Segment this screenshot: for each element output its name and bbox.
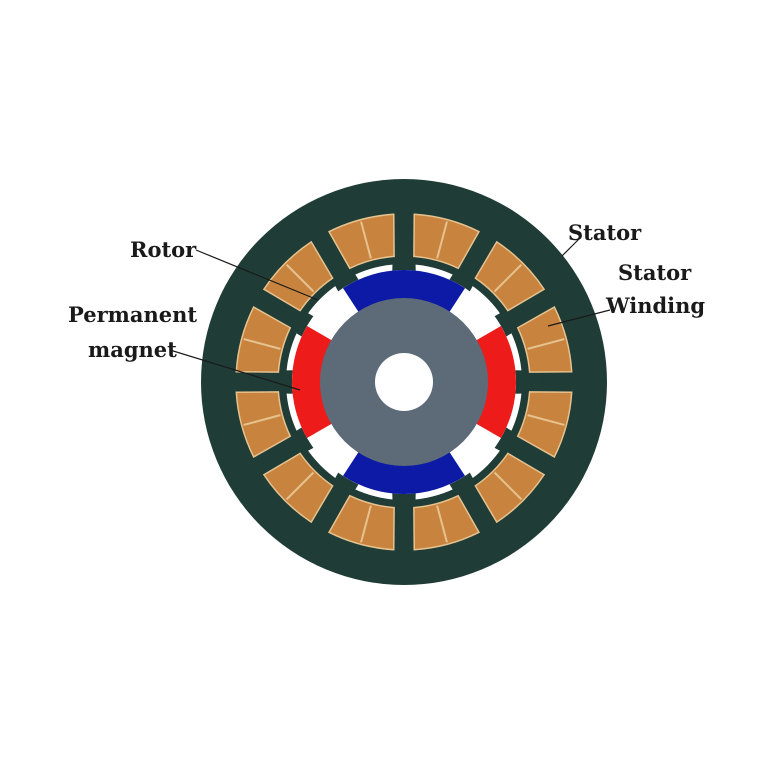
winding-divider: [285, 263, 315, 293]
winding-divider: [527, 414, 565, 426]
stator-teeth: [264, 242, 544, 522]
stator-tooth: [449, 255, 484, 292]
winding-leader-line: [547, 309, 611, 327]
magnet-south-right: [473, 326, 516, 438]
magnet-leader-line: [169, 349, 301, 391]
rotor-label: Rotor: [130, 237, 197, 262]
winding-coil: [413, 213, 481, 270]
shaft-hole: [375, 353, 433, 411]
permanent-magnet-label-line2: magnet: [88, 337, 177, 362]
winding-divider: [285, 471, 315, 501]
magnet-north-bottom: [343, 449, 465, 494]
rotor-group: [292, 270, 516, 494]
stator-tooth: [264, 370, 293, 394]
winding-divider: [360, 505, 372, 543]
winding-coil: [516, 391, 573, 459]
winding-coil: [413, 494, 481, 551]
stator-tooth: [494, 427, 531, 462]
winding-coil: [327, 213, 395, 270]
winding-divider: [436, 505, 448, 543]
stator-tooth: [515, 370, 544, 394]
stator-tooth: [494, 302, 531, 337]
magnet-north-top: [343, 270, 465, 315]
stator-tooth: [324, 472, 359, 509]
stator-winding-label-line1: Stator: [618, 260, 692, 285]
winding-coil: [327, 494, 395, 551]
winding-coil: [235, 305, 292, 373]
stator-tooth: [277, 302, 314, 337]
stator-windings: [235, 213, 573, 551]
stator-winding-label-line2: Winding: [605, 293, 705, 318]
stator-tooth: [392, 493, 416, 522]
magnet-south-left: [292, 326, 335, 438]
winding-divider: [360, 221, 372, 259]
stator-tooth: [449, 472, 484, 509]
winding-coil: [235, 391, 292, 459]
winding-divider: [493, 263, 523, 293]
rotor-leader-line: [195, 249, 319, 301]
winding-divider: [493, 471, 523, 501]
winding-divider: [527, 338, 565, 350]
permanent-magnet-label-line1: Permanent: [68, 302, 197, 327]
winding-divider: [243, 414, 281, 426]
stator-leader-line: [561, 237, 581, 257]
stator-tooth: [324, 255, 359, 292]
stator-tooth: [277, 427, 314, 462]
stator-label: Stator: [568, 220, 642, 245]
leader-lines: [169, 237, 611, 391]
labels: Rotor Permanent magnet Stator Stator Win…: [68, 220, 705, 362]
stator-tooth: [392, 242, 416, 271]
winding-divider: [243, 338, 281, 350]
winding-divider: [436, 221, 448, 259]
